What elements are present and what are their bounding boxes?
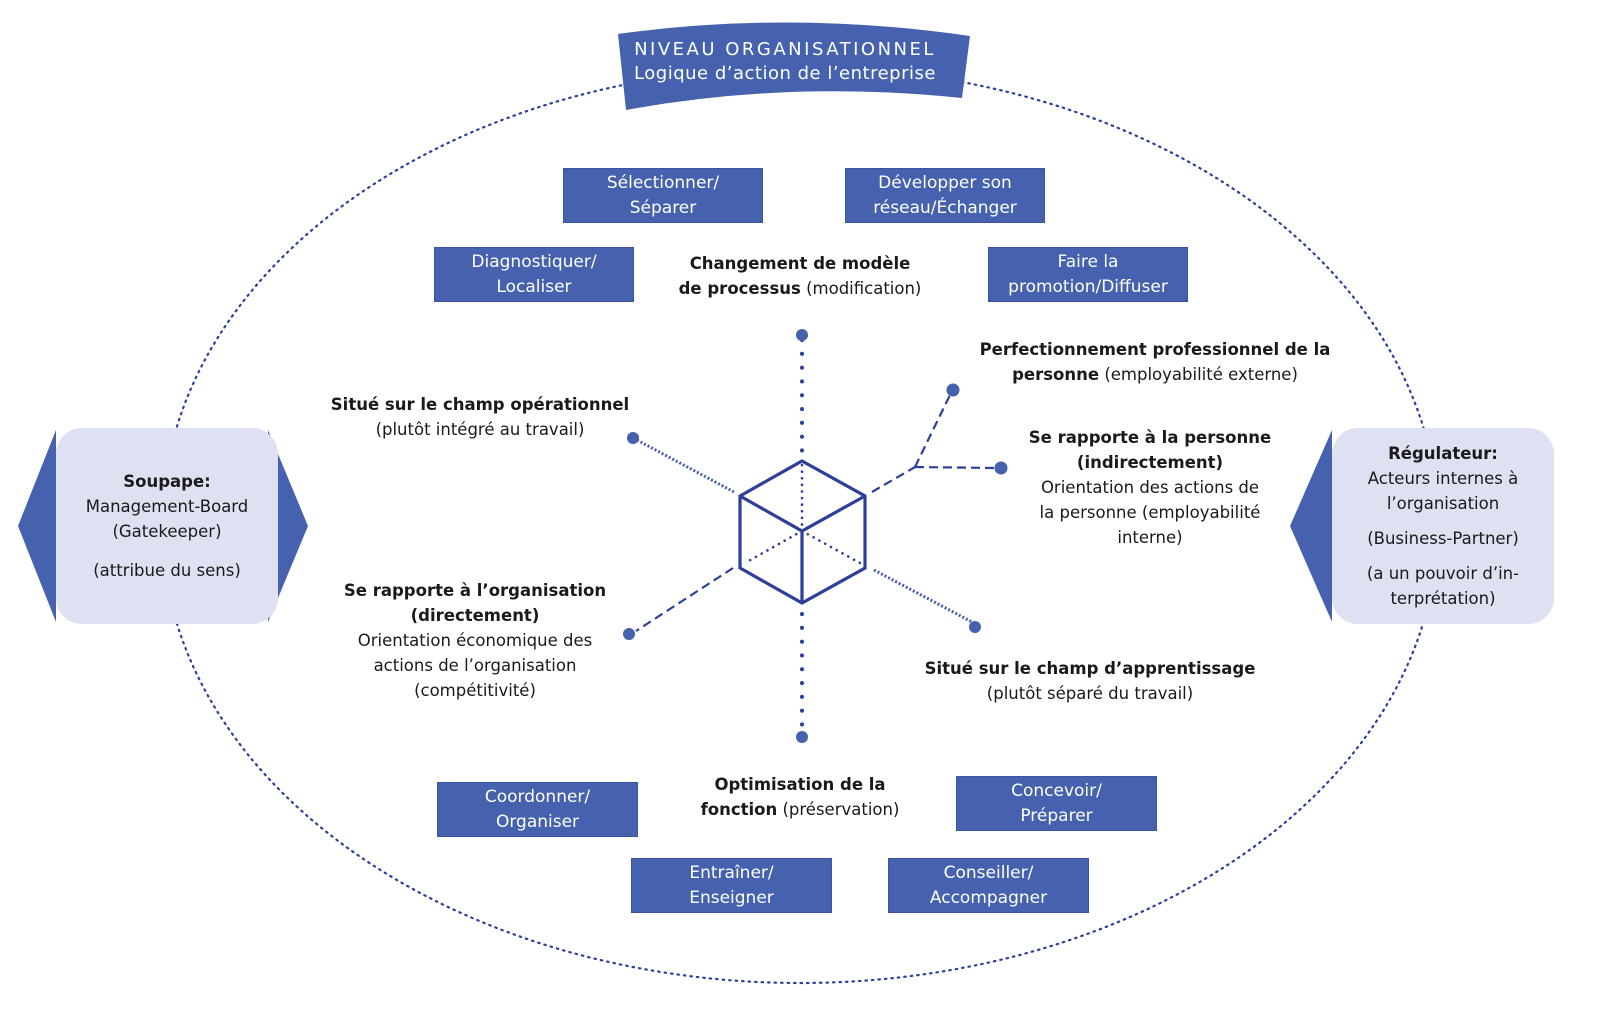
box-diagnostiquer-localiser: Diagnostiquer/ Localiser [434,247,634,302]
box-line: Organiser [495,811,580,832]
box-line: Diagnostiquer/ [471,251,597,272]
right-panel-regulateur: Régulateur: Acteurs internes à l’organis… [1332,428,1554,624]
banner-subtitle: Logique d’action de l’entreprise [634,63,936,84]
label-normal: (compétitivité) [414,681,536,700]
label-changement-modele: Changement de modèle de processus (modif… [650,251,950,301]
axis-upper-right-node-a [946,383,960,397]
box-line: Localiser [496,276,572,297]
left-panel-soupape: Soupape: Management-Board (Gatekeeper) (… [56,428,278,624]
axis-lower-left-node [623,628,635,640]
label-champ-apprentissage: Situé sur le champ d’apprentissage (plut… [920,656,1260,706]
axis-top-node [796,329,808,341]
axis-upper-right-branch-b [914,465,996,470]
right-panel-note2a: (a un pouvoir d’in- [1366,564,1520,583]
banner-title: NIVEAU ORGANISATIONNEL [634,39,936,60]
label-bold: Situé sur le champ opérationnel [330,395,630,414]
box-line: Accompagner [929,887,1048,908]
label-bold: (directement) [410,606,540,625]
box-line: Entraîner/ [689,862,774,883]
left-panel-line2: (Gatekeeper) [112,522,222,541]
box-concevoir-preparer: Concevoir/ Préparer [956,776,1157,831]
right-panel-note1: (Business-Partner) [1367,529,1519,548]
label-bold: (indirectement) [1076,453,1224,472]
left-panel-arrow-right [268,430,308,622]
box-selectionner-separer: Sélectionner/ Séparer [563,168,763,223]
label-normal: (plutôt séparé du travail) [986,684,1194,703]
left-panel-line1: Management-Board [85,497,249,516]
label-normal: la personne (employabilité [1039,503,1261,522]
label-normal: (plutôt intégré au travail) [375,420,585,439]
label-normal: Orientation économique des [357,631,593,650]
right-panel-arrow-left [1290,430,1332,622]
axis-bottom-node [796,731,808,743]
box-line: Concevoir/ [1011,780,1102,801]
label-normal: interne) [1117,528,1183,547]
label-bold: de processus [678,279,801,298]
label-champ-operationnel: Situé sur le champ opérationnel (plutôt … [320,392,640,442]
label-normal: Orientation des actions de [1040,478,1260,497]
label-rapporte-personne: Se rapporte à la personne (indirectement… [1010,425,1290,550]
axis-upper-left-line [636,438,735,494]
axis-upper-right-line [871,466,916,493]
label-bold: Changement de modèle [689,254,911,273]
axis-lower-left-line [635,567,734,632]
label-rapporte-organisation: Se rapporte à l’organisation (directemen… [330,578,620,703]
right-panel-line1: Acteurs internes à [1367,469,1519,488]
axis-upper-right-node-b [994,461,1008,475]
box-line: Séparer [629,197,697,218]
box-line: réseau/Échanger [873,197,1017,218]
label-normal: (modification) [800,279,922,298]
box-promotion-diffuser: Faire la promotion/Diffuser [988,247,1188,302]
box-coordonner-organiser: Coordonner/ Organiser [437,782,638,837]
cube-icon [738,459,867,605]
label-optimisation-fonction: Optimisation de la fonction (préservatio… [650,772,950,822]
box-line: Enseigner [689,887,774,908]
label-bold: Situé sur le champ d’apprentissage [924,659,1256,678]
axis-upper-right-branch-a [914,394,951,468]
label-bold: fonction [700,800,778,819]
banner-shape [618,22,970,111]
right-panel-note2b: terprétation) [1390,589,1496,608]
label-bold: Se rapporte à l’organisation [343,581,607,600]
label-normal: (préservation) [777,800,900,819]
box-line: Faire la [1057,251,1119,272]
label-perfectionnement: Perfectionnement professionnel de la per… [960,337,1350,387]
box-line: Préparer [1020,805,1093,826]
box-developper-echanger: Développer son réseau/Échanger [845,168,1045,223]
box-line: promotion/Diffuser [1008,276,1168,297]
right-panel-title: Régulateur: [1388,444,1498,463]
box-entrainer-enseigner: Entraîner/ Enseigner [631,858,832,913]
axis-lower-right-line [873,568,973,624]
label-normal: (employabilité externe) [1099,365,1298,384]
box-conseiller-accompagner: Conseiller/ Accompagner [888,858,1089,913]
right-panel-line2: l’organisation [1386,494,1500,513]
axis-lower-right-node [969,621,981,633]
label-bold: Se rapporte à la personne [1028,428,1272,447]
box-line: Conseiller/ [943,862,1034,883]
left-panel-note: (attribue du sens) [93,561,241,580]
label-normal: actions de l’organisation [373,656,577,675]
left-panel-arrow-left [18,430,56,622]
box-line: Développer son [878,172,1012,193]
label-bold: Perfectionnement professionnel de la [979,340,1331,359]
label-bold: Optimisation de la [714,775,886,794]
box-line: Sélectionner/ [606,172,720,193]
label-bold: personne [1012,365,1100,384]
box-line: Coordonner/ [484,786,591,807]
banner: NIVEAU ORGANISATIONNEL Logique d’action … [600,38,970,86]
left-panel-title: Soupape: [123,472,211,491]
axis-upper-left-node [627,432,639,444]
